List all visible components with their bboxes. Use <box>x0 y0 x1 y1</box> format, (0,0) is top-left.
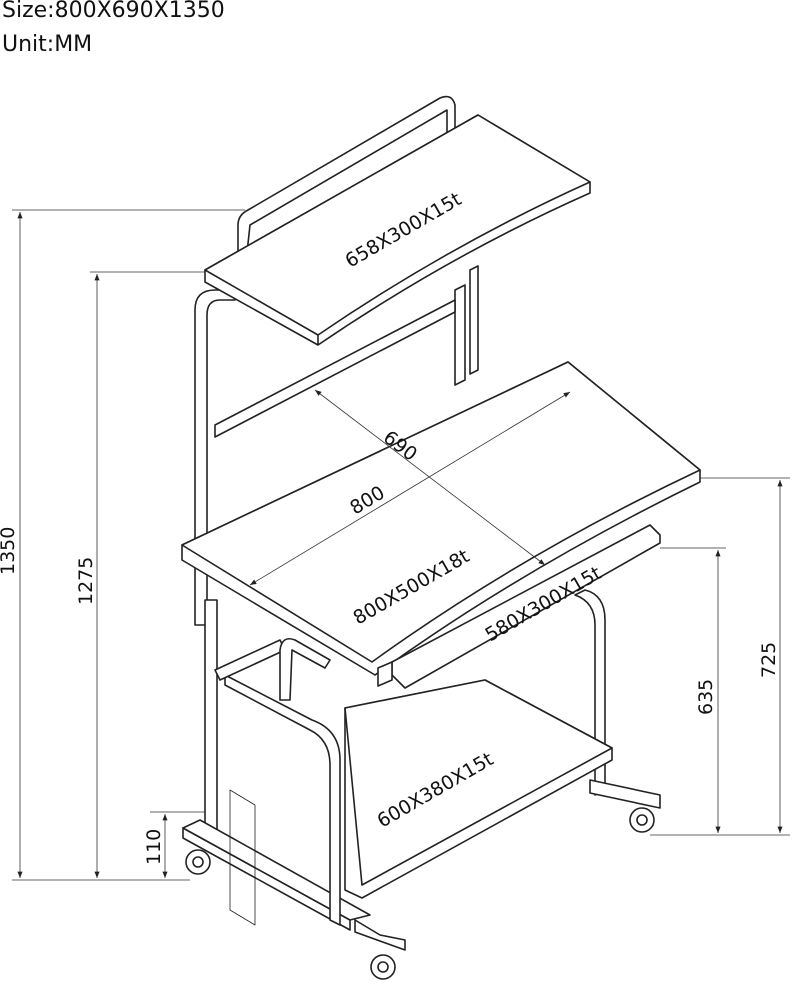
dim-1275: 1275 <box>75 557 97 605</box>
caster-wheels <box>185 807 655 980</box>
legs <box>182 589 661 951</box>
unit-label: Unit:MM <box>2 32 93 57</box>
dim-1350: 1350 <box>0 527 19 575</box>
keyboard-tray <box>377 524 661 689</box>
dim-635: 635 <box>695 679 717 715</box>
size-label: Size:800X690X1350 <box>2 0 225 23</box>
dim-725: 725 <box>758 642 780 678</box>
bottom-shelf <box>344 679 613 899</box>
top-shelf <box>204 95 591 346</box>
dim-110: 110 <box>143 829 165 865</box>
dimension-lines <box>12 209 790 881</box>
